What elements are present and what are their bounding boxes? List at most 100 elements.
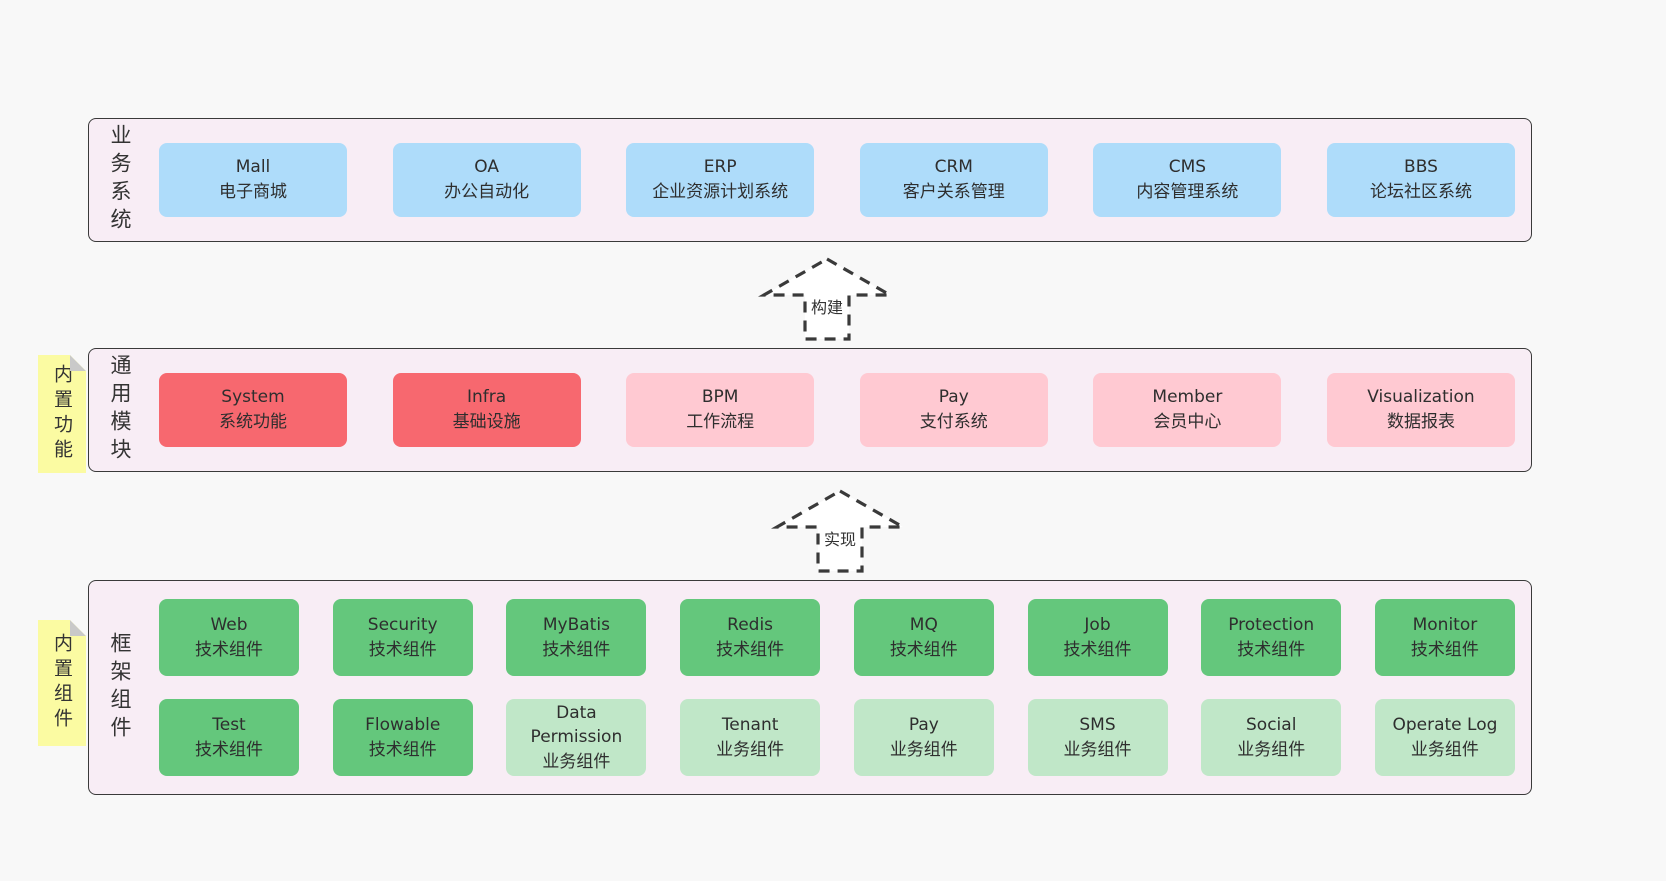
box-subtitle: 论坛社区系统	[1369, 182, 1472, 202]
box-title: OA	[474, 157, 499, 178]
box-title: Flowable	[365, 714, 441, 735]
folded-corner-icon	[70, 355, 86, 371]
component-box-web: Web 技术组件	[159, 599, 299, 676]
component-box-oa: OA 办公自动化	[392, 143, 581, 217]
box-title: Mall	[235, 157, 271, 178]
box-subtitle: 业务组件	[716, 739, 785, 760]
component-box-data-permission: Data Permission 业务组件	[506, 699, 647, 776]
box-title: SMS	[1079, 714, 1116, 735]
box-subtitle: 会员中心	[1153, 412, 1222, 432]
box-title: Test	[212, 714, 246, 735]
box-title: Protection	[1228, 614, 1315, 635]
sticky-note-builtin-components: 内置组件	[38, 620, 86, 746]
box-title: Infra	[467, 387, 507, 408]
box-title: BBS	[1404, 157, 1438, 178]
box-title: Job	[1084, 614, 1111, 635]
box-title: Pay	[908, 714, 939, 735]
component-box-member: Member 会员中心	[1093, 373, 1282, 447]
box-title: Operate Log	[1392, 714, 1498, 735]
component-box-bbs: BBS 论坛社区系统	[1326, 143, 1515, 217]
component-box-security: Security 技术组件	[332, 599, 473, 676]
box-subtitle: 业务组件	[1237, 739, 1306, 760]
component-box-pay: Pay 业务组件	[853, 699, 994, 776]
box-subtitle: 技术组件	[542, 639, 611, 660]
box-title: Pay	[938, 387, 969, 408]
component-box-infra: Infra 基础设施	[392, 373, 581, 447]
box-subtitle: 业务组件	[542, 751, 611, 772]
box-title: Security	[367, 614, 438, 635]
box-title: Redis	[727, 614, 774, 635]
implement-arrow: 实现	[770, 486, 910, 576]
modules-box-row: System 系统功能 Infra 基础设施 BPM 工作流程 Pay 支付系统 Member 会…	[159, 373, 1515, 447]
component-box-mybatis: MyBatis 技术组件	[506, 599, 647, 676]
box-title: Member	[1152, 387, 1223, 408]
box-title: Monitor	[1412, 614, 1478, 635]
box-title: Social	[1246, 714, 1297, 735]
box-subtitle: 技术组件	[195, 739, 263, 760]
box-subtitle: 技术组件	[368, 639, 437, 660]
box-subtitle: 技术组件	[1063, 639, 1132, 660]
box-title: CMS	[1168, 157, 1207, 178]
box-subtitle: 办公自动化	[444, 182, 530, 202]
box-title: Data Permission	[530, 702, 623, 748]
box-subtitle: 业务组件	[889, 739, 958, 760]
component-box-system: System 系统功能	[159, 373, 347, 447]
box-subtitle: 基础设施	[452, 412, 521, 432]
component-box-bpm: BPM 工作流程	[626, 373, 815, 447]
box-subtitle: 支付系统	[919, 412, 988, 432]
box-title: MQ	[909, 614, 938, 635]
box-subtitle: 工作流程	[686, 412, 755, 432]
folded-corner-icon	[70, 620, 86, 636]
box-subtitle: 技术组件	[889, 639, 958, 660]
build-arrow-label: 构建	[807, 294, 847, 318]
component-box-tenant: Tenant 业务组件	[680, 699, 821, 776]
box-title: Tenant	[721, 714, 779, 735]
box-subtitle: 企业资源计划系统	[652, 182, 789, 202]
box-subtitle: 技术组件	[716, 639, 785, 660]
box-title: BPM	[701, 387, 739, 408]
component-box-mall: Mall 电子商城	[159, 143, 347, 217]
box-title: Web	[210, 614, 248, 635]
box-subtitle: 技术组件	[1237, 639, 1306, 660]
build-arrow: 构建	[757, 254, 897, 344]
box-subtitle: 客户关系管理	[902, 182, 1005, 202]
component-box-redis: Redis 技术组件	[680, 599, 821, 676]
box-subtitle: 系统功能	[219, 412, 287, 432]
component-box-cms: CMS 内容管理系统	[1093, 143, 1282, 217]
box-subtitle: 电子商城	[219, 182, 287, 202]
box-title: CRM	[934, 157, 973, 178]
component-box-operate-log: Operate Log 业务组件	[1374, 699, 1515, 776]
sticky-note-text: 内置功能	[51, 364, 73, 464]
implement-arrow-label: 实现	[820, 526, 860, 550]
component-box-test: Test 技术组件	[159, 699, 299, 776]
component-box-protection: Protection 技术组件	[1201, 599, 1342, 676]
modules-boxes-area: System 系统功能 Infra 基础设施 BPM 工作流程 Pay 支付系统 Member 会…	[159, 373, 1515, 447]
sticky-note-builtin-functions: 内置功能	[38, 355, 86, 473]
box-subtitle: 业务组件	[1410, 739, 1479, 760]
layer-label-framework: 框架组件	[108, 631, 132, 744]
component-box-job: Job 技术组件	[1027, 599, 1168, 676]
layer-label-business: 业务系统	[108, 124, 132, 236]
box-title: System	[221, 387, 285, 408]
component-box-mq: MQ 技术组件	[853, 599, 994, 676]
panel-common-modules: 通用模块 System 系统功能 Infra 基础设施 BPM 工作流程 Pay 支付系统 Me…	[88, 348, 1532, 472]
box-title: MyBatis	[542, 614, 610, 635]
box-subtitle: 技术组件	[195, 639, 263, 660]
box-subtitle: 数据报表	[1386, 412, 1455, 432]
box-subtitle: 内容管理系统	[1136, 182, 1239, 202]
component-box-social: Social 业务组件	[1201, 699, 1342, 776]
layer-label-modules: 通用模块	[108, 354, 132, 466]
